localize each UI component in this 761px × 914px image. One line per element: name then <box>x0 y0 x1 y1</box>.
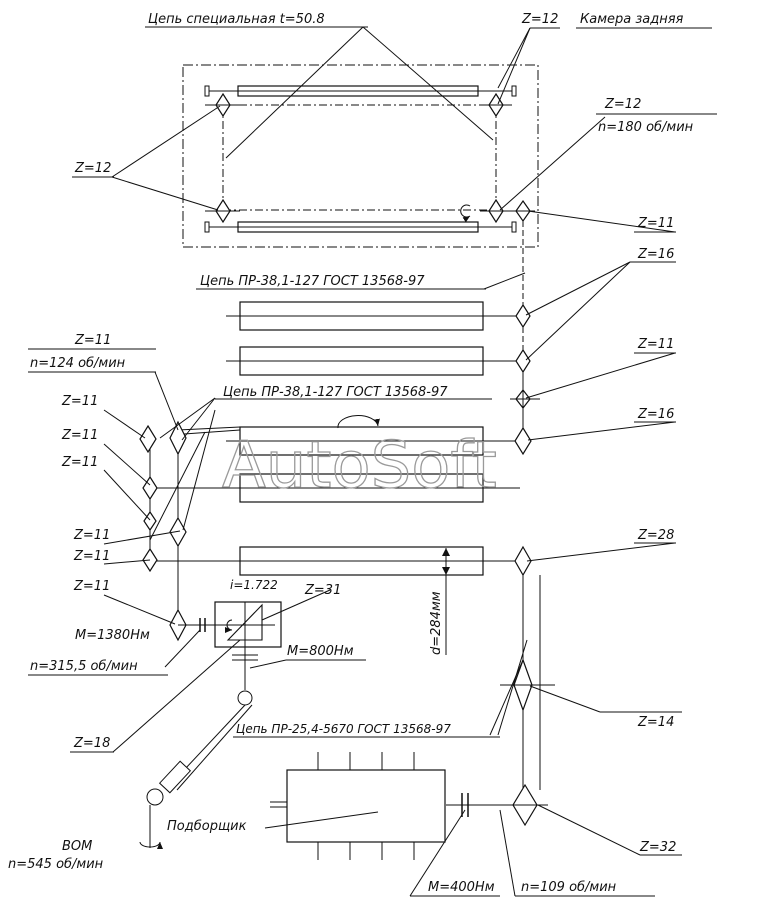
z31-label: Z=31 <box>304 583 341 598</box>
chain-pr38-a-label: Цепь ПР-38,1-127 ГОСТ 13568-97 <box>200 274 425 289</box>
special-chain-path <box>222 104 497 211</box>
n180-label: n=180 об/мин <box>598 120 694 135</box>
sprocket-icon <box>205 92 535 224</box>
n124-label: n=124 об/мин <box>30 356 126 371</box>
vom-label: ВОМ <box>62 839 92 854</box>
z14-label: Z=14 <box>637 715 674 730</box>
pickup-label: Подборщик <box>167 819 247 834</box>
z28-label: Z=28 <box>637 528 674 543</box>
rear-chamber-label: Камера задняя <box>580 12 684 27</box>
z11-d-label: Z=11 <box>61 394 98 409</box>
z12-right-label: Z=12 <box>604 97 641 112</box>
chain-pr38-b-label: Цепь ПР-38,1-127 ГОСТ 13568-97 <box>223 385 448 400</box>
d284-label: d=284мм <box>429 591 444 655</box>
z11-h-label: Z=11 <box>73 579 110 594</box>
right-sprockets <box>510 303 540 577</box>
z11-e-label: Z=11 <box>61 428 98 443</box>
n315-label: n=315,5 об/мин <box>30 659 138 674</box>
m400-label: M=400Нм <box>428 880 495 895</box>
z11-a-label: Z=11 <box>637 216 674 231</box>
z16-b-label: Z=16 <box>637 407 674 422</box>
z12-left-label: Z=12 <box>74 161 111 176</box>
z16-a-label: Z=16 <box>637 247 674 262</box>
pto-shaft-icon <box>146 788 164 806</box>
shaft-joint-icon <box>237 690 253 706</box>
m1380-label: M=1380Нм <box>75 628 150 643</box>
n109-label: n=109 об/мин <box>521 880 617 895</box>
z11-b-label: Z=11 <box>74 333 111 348</box>
z11-c-label: Z=11 <box>637 337 674 352</box>
rear-chamber-frame <box>182 64 539 248</box>
z11-g-label: Z=11 <box>73 528 110 543</box>
chain-special-label: Цепь специальная t=50.8 <box>148 12 325 27</box>
z11-g2-label: Z=11 <box>73 549 110 564</box>
z32-label: Z=32 <box>639 840 676 855</box>
pickup-box <box>286 769 446 843</box>
chain-pr25-label: Цепь ПР-25,4-5670 ГОСТ 13568-97 <box>236 722 451 736</box>
m800-label: M=800Нм <box>287 644 354 659</box>
ratio-label: i=1.722 <box>230 578 278 592</box>
z18-label: Z=18 <box>73 736 110 751</box>
watermark: AutoSoft <box>222 429 497 503</box>
n545-label: n=545 об/мин <box>8 857 104 872</box>
z12-top-label: Z=12 <box>521 12 558 27</box>
z11-f-label: Z=11 <box>61 455 98 470</box>
